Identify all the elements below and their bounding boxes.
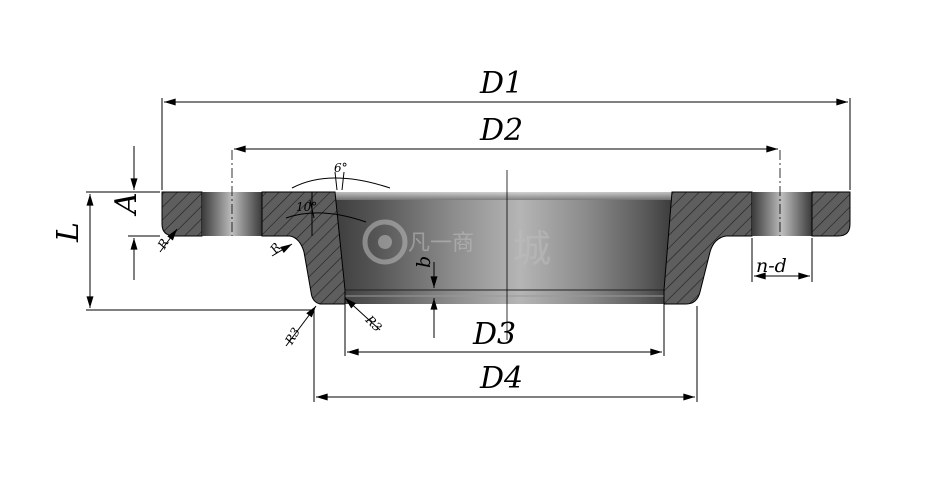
dimension-d4: D4 — [313, 306, 698, 402]
watermark: 凡一商 城 — [362, 219, 551, 271]
dimension-d2: D2 — [234, 113, 778, 153]
dim-label-d3: D3 — [472, 317, 516, 352]
dim-label-a: A — [109, 192, 144, 217]
left-flange-section — [161, 150, 346, 305]
dim-label-b: b — [413, 256, 435, 268]
dimension-d3: D3 — [344, 304, 665, 356]
radius-r3-left: R3 — [282, 305, 317, 348]
dimension-a: A — [109, 146, 160, 280]
dim-label-r-fillet: R — [267, 240, 284, 257]
right-bolt-hole — [752, 192, 812, 236]
watermark-text: 凡一商 — [408, 231, 474, 256]
flange-body — [335, 192, 672, 304]
dim-label-angle-10: 10° — [296, 200, 317, 214]
dimension-d1: D1 — [161, 66, 851, 190]
dim-label-angle-6: 6° — [334, 161, 348, 175]
dim-label-r-left: R — [154, 236, 171, 252]
dim-label-d4: D4 — [479, 361, 523, 396]
dimension-b: b — [413, 256, 438, 338]
dim-label-r3-right: R3 — [362, 312, 385, 335]
dim-label-l: L — [51, 222, 86, 243]
watermark-char: 城 — [513, 227, 551, 271]
dimension-n-d: n-d — [751, 238, 813, 282]
right-flange-section — [663, 150, 851, 305]
dim-label-d2: D2 — [479, 113, 523, 148]
dim-label-n-d: n-d — [756, 255, 787, 277]
dim-label-d1: D1 — [479, 66, 523, 101]
radius-r-fillet: R — [267, 240, 293, 257]
dimension-l: L — [51, 191, 312, 311]
angle-6: 6° — [291, 161, 391, 191]
angle-10: 10° — [285, 199, 367, 223]
